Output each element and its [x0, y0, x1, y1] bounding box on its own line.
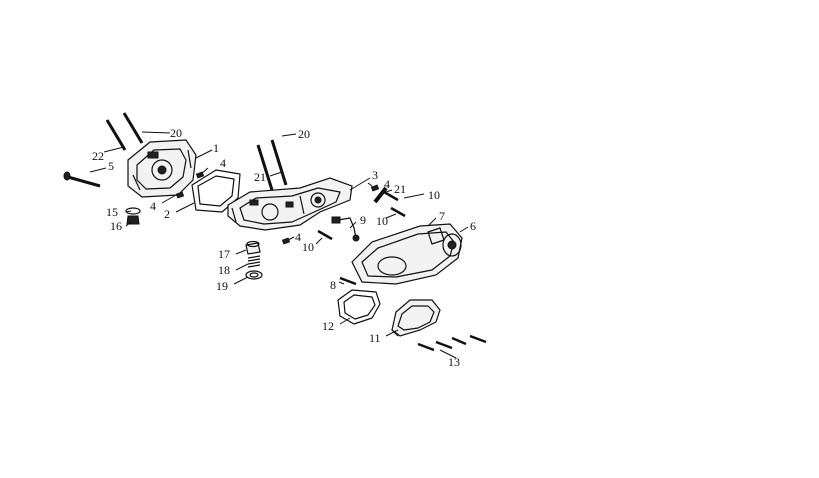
stud-bolts-20: [256, 139, 288, 191]
callout-3: 3: [372, 168, 378, 182]
callout-2: 2: [164, 207, 170, 221]
callout-5: 5: [108, 159, 114, 173]
pin-21: [373, 186, 388, 204]
callout-7: 7: [439, 209, 445, 223]
callout-10-b: 10: [376, 214, 388, 228]
sensor-9: [331, 216, 360, 242]
callout-15: 16: [110, 219, 122, 233]
callout-4-a: 4: [220, 156, 226, 170]
stud-bolts-19: [105, 112, 144, 151]
callout-4-b: 4: [150, 199, 156, 213]
callout-20-a: 20: [298, 127, 310, 141]
callout-13: 13: [448, 355, 460, 369]
callout-16: 17: [218, 247, 230, 261]
callout-12: 12: [322, 319, 334, 333]
bolts-13: [417, 334, 487, 352]
callout-18: 19: [216, 279, 228, 293]
callout-labels: 20 22 5 1 4 4 2 15 16 20 21 3 4 21 10 10…: [92, 126, 476, 369]
callout-1: 1: [213, 141, 219, 155]
callout-14: 15: [106, 205, 118, 219]
callout-20-b: 21: [254, 170, 266, 184]
filter-cap-16: [245, 240, 261, 255]
left-crankcase-half: [127, 139, 197, 198]
callout-19: 20: [170, 126, 182, 140]
leader-lines: [89, 131, 469, 359]
callout-4-c: 4: [384, 177, 390, 191]
right-crankcase: [227, 177, 353, 231]
callout-6: 6: [470, 219, 476, 233]
callout-9: 9: [360, 213, 366, 227]
outer-cover-11: [391, 299, 441, 337]
o-ring-18: [245, 270, 263, 280]
callout-17: 18: [218, 263, 230, 277]
drain-plug-assembly: [125, 207, 141, 225]
callout-22: 22: [92, 149, 104, 163]
bolt-5: [63, 171, 101, 188]
transmission-cover: [351, 223, 463, 285]
callout-11: 11: [369, 331, 381, 345]
callout-10-a: 10: [428, 188, 440, 202]
callout-8: 8: [330, 278, 336, 292]
callout-4-d: 4: [295, 230, 301, 244]
crankcase-gasket: [191, 169, 241, 213]
cover-gasket-12: [337, 289, 381, 325]
bolt-8: [339, 276, 357, 286]
callout-10-c: 10: [302, 240, 314, 254]
spring-17: [247, 255, 261, 268]
bolts-10: [317, 190, 406, 241]
callout-21: 21: [394, 182, 406, 196]
